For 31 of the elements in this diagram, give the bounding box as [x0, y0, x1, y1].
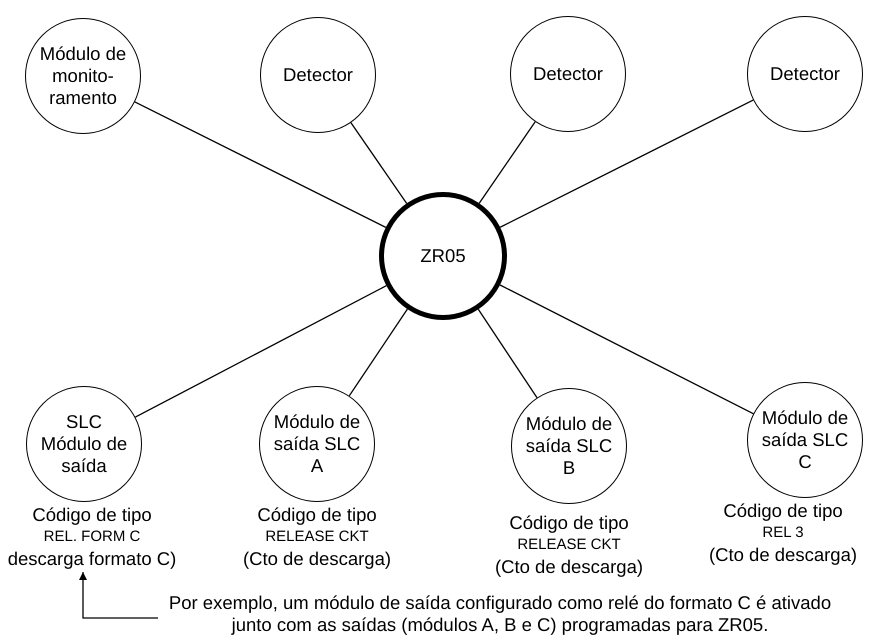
- connector-line: [135, 285, 387, 418]
- connector-line: [478, 308, 538, 398]
- connector-line: [500, 284, 754, 414]
- node-label: Detector: [769, 63, 841, 85]
- connector-line: [134, 101, 386, 228]
- node-label: Módulo de saída SLC B: [524, 413, 614, 479]
- type-code: REL 3: [762, 523, 804, 543]
- node-label: Módulo de saída SLC C: [760, 407, 850, 473]
- arrow: [79, 572, 158, 619]
- node-label: SLC Módulo de saída: [40, 411, 128, 477]
- node-label: Detector: [532, 63, 604, 85]
- type-code: RELEASE CKT: [265, 527, 369, 547]
- connector-line: [500, 99, 754, 228]
- caption-text: (Cto de descarga): [494, 556, 644, 578]
- caption-text: Código de tipo: [32, 504, 152, 526]
- caption-text: Código de tipo: [509, 512, 629, 534]
- caption-text: (Cto de descarga): [242, 548, 392, 570]
- node-label: Detector: [282, 64, 354, 86]
- caption-text: (Cto de descarga): [708, 544, 858, 566]
- node-label: ZR05: [419, 245, 467, 267]
- note-text: Por exemplo, um módulo de saída configurado como relé do formato C é ativado junto com as saídas (módulos A, B e C) programadas para ZR05.: [150, 592, 850, 636]
- connector-line: [348, 308, 408, 396]
- type-code: REL. FORM C: [44, 527, 140, 547]
- caption-text: Código de tipo: [257, 504, 377, 526]
- type-code: RELEASE CKT: [517, 535, 621, 555]
- node-label: Módulo de monito-ramento: [38, 43, 128, 109]
- caption-text: Código de tipo: [723, 500, 843, 522]
- caption-text: descarga formato C): [8, 548, 176, 570]
- connector-line: [478, 121, 536, 204]
- node-label: Módulo de saída SLC A: [272, 411, 362, 477]
- connector-line: [350, 122, 408, 204]
